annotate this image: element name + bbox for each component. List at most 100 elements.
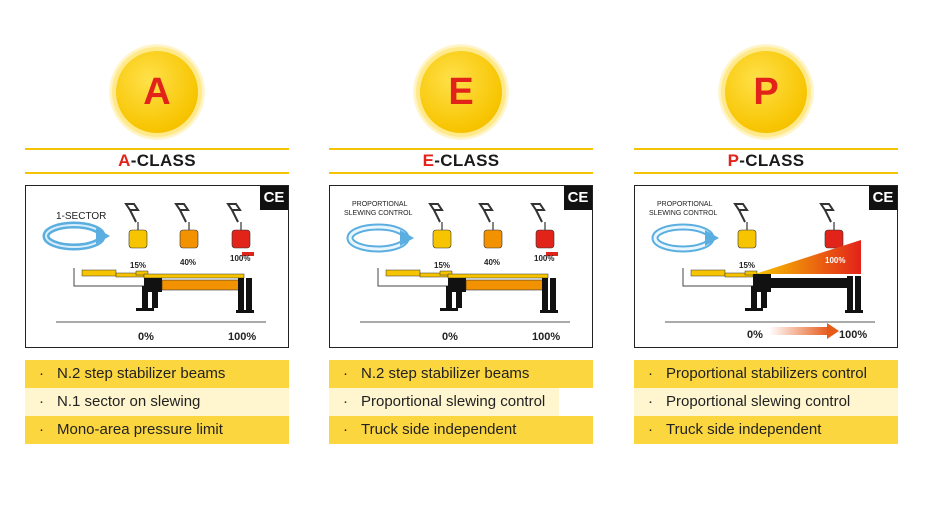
class-title-rest: -CLASS (434, 151, 500, 170)
feature-list: · Proportional stabilizers control · Propo… (634, 360, 898, 444)
class-title-letter: E (422, 151, 435, 170)
feature-text: Proportional slewing control (361, 393, 546, 410)
feature-item: · N.1 sector on slewing (25, 388, 289, 416)
pct-label-mid: 40% (484, 258, 500, 267)
bullet: · (343, 421, 348, 438)
slewing-arrow-icon (346, 223, 414, 253)
feature-item: · Proportional slewing control (634, 388, 898, 416)
weight-yellow-icon (733, 203, 757, 249)
weight-red-icon (530, 203, 558, 256)
e-class-column: E E-CLASS CE PROPORTIONAL SLEWING CONTRO… (329, 0, 593, 525)
pct-label-mid: 40% (180, 258, 196, 267)
class-title-letter: A (118, 151, 131, 170)
class-title: A-CLASS (25, 150, 289, 172)
slew-label-line-2: SLEWING CONTROL (344, 210, 413, 217)
title-rule-top (634, 148, 898, 150)
diagram-drawing: 1-SECTOR 15% 40 (42, 203, 266, 343)
proportional-ramp (755, 240, 861, 274)
a-class-column: A A-CLASS CE 1-SECTOR (25, 0, 289, 525)
axis-left-label: 0% (747, 329, 763, 341)
title-rule-bottom (329, 172, 593, 174)
slew-label-line-1: PROPORTIONAL (657, 201, 713, 208)
feature-text: Truck side independent (361, 421, 517, 438)
weight-yellow-icon (428, 203, 452, 249)
feature-text: N.2 step stabilizer beams (57, 365, 226, 382)
pct-label-max: 100% (825, 256, 845, 265)
title-rule-top (25, 148, 289, 150)
weight-orange-icon (174, 203, 199, 249)
class-title: E-CLASS (329, 150, 593, 172)
feature-item: · Truck side independent (634, 416, 898, 444)
feature-text: Mono-area pressure limit (57, 421, 223, 438)
class-title-rest: -CLASS (739, 151, 805, 170)
axis-right-label: 100% (839, 329, 867, 341)
bullet: · (343, 365, 348, 382)
badge-letter: E (448, 70, 474, 113)
class-a-badge: A (116, 51, 198, 133)
title-rule-bottom (25, 172, 289, 174)
bullet: · (648, 393, 653, 410)
feature-text: N.2 step stabilizer beams (361, 365, 530, 382)
bullet: · (648, 421, 653, 438)
class-e-badge: E (420, 51, 502, 133)
class-p-badge: P (725, 51, 807, 133)
diagram-drawing: PROPORTIONAL SLEWING CONTROL 15% 100% (649, 201, 875, 341)
axis-left-label: 0% (442, 331, 458, 343)
axis-left-label: 0% (138, 331, 154, 343)
slew-label-line-1: PROPORTIONAL (352, 201, 408, 208)
axis-right-label: 100% (228, 331, 256, 343)
pct-label-max: 100% (534, 254, 554, 263)
ce-mark: CE (869, 186, 897, 210)
weight-orange-icon (478, 203, 503, 249)
axis-right-label: 100% (532, 331, 560, 343)
class-title-rest: -CLASS (130, 151, 196, 170)
truck-outline (682, 268, 758, 287)
feature-item: · Proportional stabilizers control (634, 360, 898, 388)
ce-mark: CE (564, 186, 592, 210)
pct-small: 15% (434, 261, 450, 270)
stabilizer-beams (136, 278, 254, 313)
feature-list: · N.2 step stabilizer beams · N.1 sector o… (25, 360, 289, 444)
truck-outline (73, 268, 245, 287)
title-rule-top (329, 148, 593, 150)
weight-yellow-icon (124, 203, 148, 249)
diagram-drawing: PROPORTIONAL SLEWING CONTROL (344, 201, 570, 343)
feature-item: · N.2 step stabilizer beams (25, 360, 289, 388)
stabilizer-beams (440, 278, 558, 313)
feature-text: Proportional stabilizers control (666, 365, 867, 382)
badge-letter: P (753, 70, 779, 113)
pct-label-max: 100% (230, 254, 250, 263)
ce-mark: CE (260, 186, 288, 210)
feature-item: · Mono-area pressure limit (25, 416, 289, 444)
feature-text: N.1 sector on slewing (57, 393, 201, 410)
crane-diagram: CE 1-SECTOR (25, 185, 289, 348)
bullet: · (39, 393, 44, 410)
crane-diagram: CE PROPORTIONAL SLEWING CONTROL (329, 185, 593, 348)
feature-item: · Truck side independent (329, 416, 593, 444)
bullet: · (39, 365, 44, 382)
pct-small: 15% (130, 261, 146, 270)
feature-item: · Proportional slewing control (329, 388, 559, 416)
stabilizer-beams (745, 274, 863, 313)
class-title: P-CLASS (634, 150, 898, 172)
truck-outline (377, 268, 549, 287)
feature-text: Truck side independent (666, 421, 822, 438)
pct-small: 15% (739, 261, 755, 270)
feature-item: · N.2 step stabilizer beams (329, 360, 593, 388)
badge-letter: A (143, 70, 171, 113)
p-class-column: P P-CLASS CE PROPORTIONAL SLEWING CONTRO… (634, 0, 898, 525)
slewing-arrow-icon (42, 221, 110, 251)
feature-text: Proportional slewing control (666, 393, 851, 410)
slew-label-line-1: 1-SECTOR (56, 211, 106, 222)
crane-diagram: CE PROPORTIONAL SLEWING CONTROL (634, 185, 898, 348)
weight-red-icon (226, 203, 254, 256)
bullet: · (343, 393, 348, 410)
class-title-letter: P (727, 151, 740, 170)
weight-red-icon (819, 203, 844, 249)
title-rule-bottom (634, 172, 898, 174)
slew-label-line-2: SLEWING CONTROL (649, 210, 718, 217)
feature-list: · N.2 step stabilizer beams · Proportional… (329, 360, 593, 444)
bullet: · (648, 365, 653, 382)
bullet: · (39, 421, 44, 438)
proportional-arrow-icon (769, 323, 839, 339)
